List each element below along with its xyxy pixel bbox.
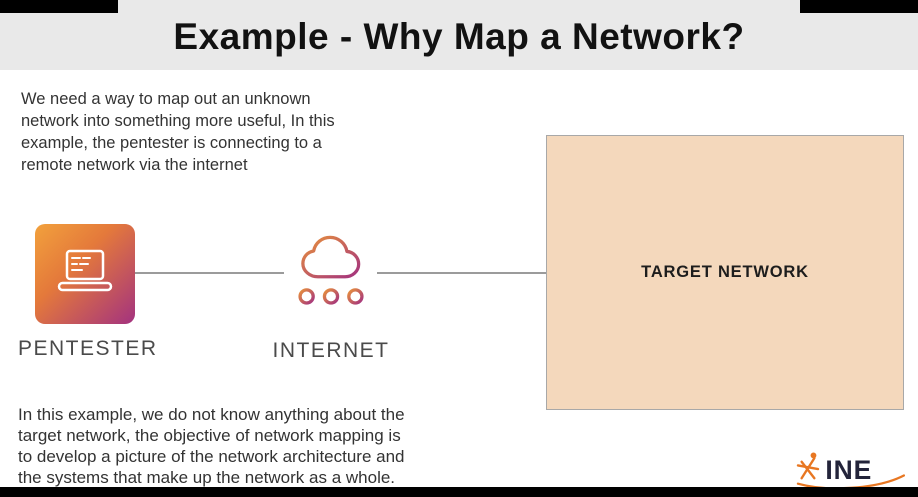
letterbox-bottom bbox=[0, 487, 918, 497]
header-band: Example - Why Map a Network? bbox=[0, 0, 918, 70]
intro-paragraph: We need a way to map out an unknown netw… bbox=[21, 88, 335, 176]
connector-internet-target bbox=[377, 272, 546, 274]
internet-node bbox=[283, 228, 379, 318]
cloud-network-icon bbox=[298, 235, 364, 305]
outro-line: In this example, we do not know anything… bbox=[18, 405, 405, 424]
outro-paragraph: In this example, we do not know anything… bbox=[18, 404, 405, 488]
internet-label: INTERNET bbox=[272, 339, 390, 362]
ine-logo: INE bbox=[796, 452, 906, 490]
letterbox-top-right bbox=[800, 0, 918, 13]
outro-line: target network, the objective of network… bbox=[18, 426, 401, 445]
intro-line: remote network via the internet bbox=[21, 156, 248, 174]
laptop-icon bbox=[57, 249, 113, 292]
page-title: Example - Why Map a Network? bbox=[173, 16, 745, 57]
intro-line: example, the pentester is connecting to … bbox=[21, 134, 322, 152]
pentester-node bbox=[35, 224, 135, 324]
intro-line: network into something more useful, In t… bbox=[21, 112, 335, 130]
outro-line: the systems that make up the network as … bbox=[18, 468, 396, 487]
target-network-label: TARGET NETWORK bbox=[641, 263, 809, 281]
connector-pentester-internet bbox=[134, 272, 284, 274]
pentester-label: PENTESTER bbox=[18, 337, 158, 360]
target-network-box: TARGET NETWORK bbox=[546, 135, 904, 410]
outro-line: to develop a picture of the network arch… bbox=[18, 447, 405, 466]
intro-line: We need a way to map out an unknown bbox=[21, 90, 311, 108]
ine-logo-text: INE bbox=[825, 455, 872, 485]
letterbox-top-left bbox=[0, 0, 118, 13]
